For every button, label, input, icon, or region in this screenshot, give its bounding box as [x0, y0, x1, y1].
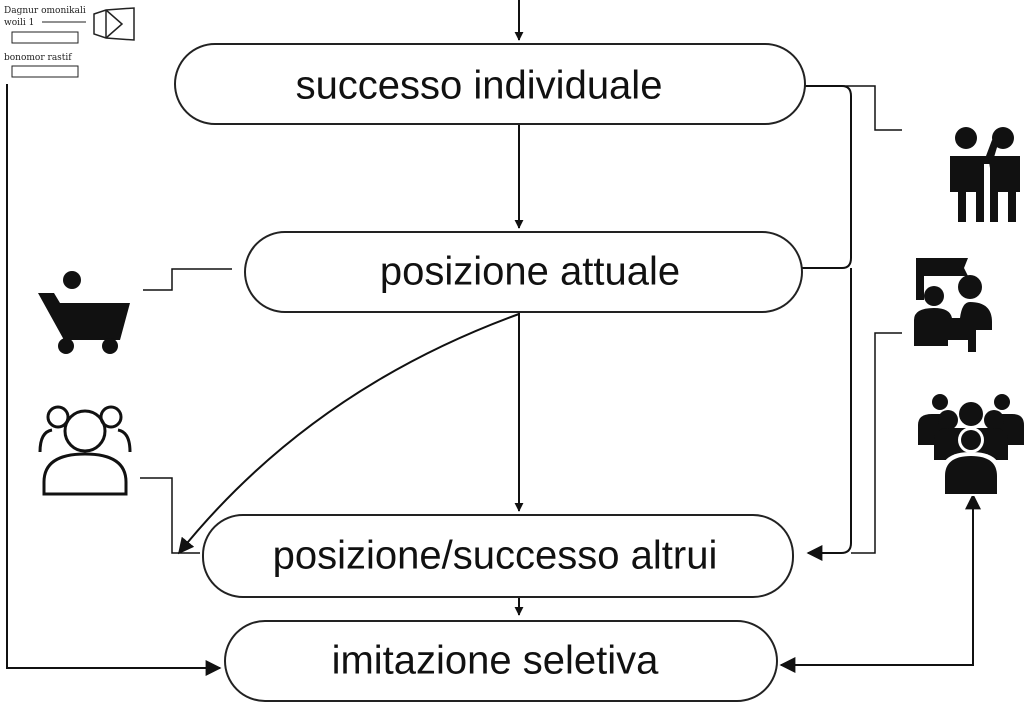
- node-posizione-successo-altrui: posizione/successo altrui: [202, 514, 794, 598]
- two-people-talking-icon: [950, 127, 1020, 222]
- legend-line-2: woili 1: [4, 18, 34, 28]
- node-posizione-attuale: posizione attuale: [244, 231, 803, 313]
- legend-line-3: bonomor rastif: [4, 53, 72, 63]
- brace-upper: [802, 85, 852, 269]
- shopping-cart-icon: [38, 271, 130, 354]
- legend: Dagnur omonikali woili 1 bonomor rastif: [4, 6, 135, 78]
- edge-curved-posizione-to-altrui: [177, 313, 520, 555]
- connector-cart: [143, 268, 232, 291]
- connector-talking: [805, 85, 902, 131]
- legend-swatch-1: [11, 31, 79, 44]
- megaphone-icon: [93, 7, 135, 41]
- connector-presenter: [851, 332, 902, 554]
- legend-line-1: Dagnur omonikali: [4, 6, 86, 16]
- connector-group: [140, 477, 200, 554]
- edge-brace-to-altrui: [806, 268, 852, 561]
- edge-crowd-imitazione: [779, 493, 981, 673]
- node-imitazione-seletiva: imitazione seletiva: [224, 620, 778, 702]
- node-successo-individuale: successo individuale: [174, 43, 806, 125]
- crowd-icon: [918, 394, 1024, 496]
- edge-legend-to-imitazione: [6, 84, 222, 676]
- presenter-audience-icon: [914, 258, 992, 352]
- node-posizione-successo-altrui-label: posizione/successo altrui: [273, 534, 718, 578]
- node-successo-individuale-label: successo individuale: [296, 64, 663, 108]
- node-imitazione-seletiva-label: imitazione seletiva: [332, 639, 660, 683]
- group-outline-icon: [38, 405, 132, 496]
- legend-swatch-2: [11, 65, 79, 78]
- node-posizione-attuale-label: posizione attuale: [380, 250, 680, 294]
